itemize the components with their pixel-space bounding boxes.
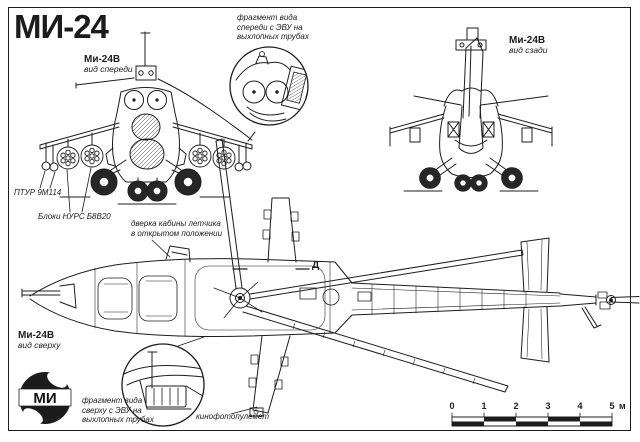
front-view-drawing <box>39 31 256 205</box>
rear-view-name: Ми-24В <box>509 35 546 46</box>
callout-atgm: ПТУР 9М114 <box>14 188 62 197</box>
top-view-sub: вид сверху <box>18 340 61 350</box>
rear-view-label: Ми-24В вид сзади <box>509 35 547 55</box>
detail-circle-front <box>229 46 309 126</box>
page-title: МИ-24 <box>14 8 109 45</box>
scale-tick-0: 0 <box>449 401 455 411</box>
scale-tick-4: 4 <box>577 401 583 411</box>
section-marker-letter: Д <box>312 260 320 271</box>
scale-tick-2: 2 <box>513 401 519 411</box>
scale-tick-1: 1 <box>481 401 487 411</box>
callout-door: дверка кабины летчика в открытом положен… <box>131 219 223 238</box>
callout-top-detail: фрагмент вида сверху с ЭВУ на выхлопных … <box>82 396 154 425</box>
page-border <box>8 7 631 431</box>
callout-front-detail: фрагмент вида спереди с ЭВУ на выхлопных… <box>237 13 309 42</box>
rear-view-sub: вид сзади <box>509 45 548 55</box>
callout-rockets: Блоки НУРС Б8В20 <box>38 212 111 221</box>
front-view-name: Ми-24В <box>84 54 121 65</box>
scale-tick-3: 3 <box>545 401 551 411</box>
top-view-name: Ми-24В <box>18 330 55 341</box>
mil-logo: МИ <box>18 372 72 424</box>
leader-lines <box>39 167 258 415</box>
front-view-label: Ми-24В вид спереди <box>84 54 133 74</box>
scale-tick-5: 5 <box>609 401 615 411</box>
front-view-sub: вид спереди <box>84 64 133 74</box>
detail-circle-top-view <box>121 343 205 427</box>
top-view-drawing <box>21 138 640 417</box>
callout-camera: кинофотопулемет <box>196 412 270 421</box>
scale-bar-graphic <box>451 412 613 427</box>
top-view-label: Ми-24В вид сверху <box>18 330 60 350</box>
scale-unit: м <box>619 401 626 411</box>
mil-logo-text: МИ <box>33 390 56 407</box>
rear-view-drawing <box>389 27 553 192</box>
